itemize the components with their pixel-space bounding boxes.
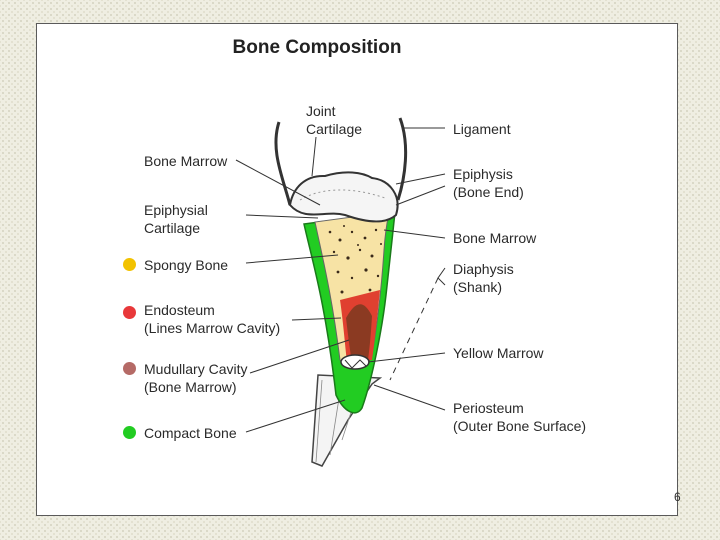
label-periosteum: Periosteum (Outer Bone Surface) bbox=[453, 400, 587, 434]
label-joint-cartilage: Joint Cartilage bbox=[306, 103, 363, 137]
label-ligament: Ligament bbox=[453, 121, 511, 137]
label-endosteum: Endosteum (Lines Marrow Cavity) bbox=[144, 302, 281, 336]
periosteum-sleeve bbox=[311, 374, 383, 467]
legend-dot-compact-bone bbox=[123, 426, 136, 439]
label-bone-marrow-right: Bone Marrow bbox=[453, 230, 537, 246]
label-epiphysis: Epiphysis (Bone End) bbox=[453, 166, 524, 200]
medullary-cavity-shape bbox=[346, 304, 372, 362]
label-spongy-bone: Spongy Bone bbox=[144, 257, 229, 273]
page-number: 6 bbox=[674, 490, 681, 504]
label-yellow-marrow: Yellow Marrow bbox=[453, 345, 544, 361]
leader-lines bbox=[235, 127, 446, 433]
diagram-title: Bone Composition bbox=[232, 37, 402, 58]
legend-dot-spongy-bone bbox=[123, 258, 136, 271]
ligament-right bbox=[396, 117, 408, 201]
legend-dot-endosteum bbox=[123, 306, 136, 319]
ligament-left bbox=[274, 121, 292, 206]
legend-dot-medullary-cavity bbox=[123, 362, 136, 375]
yellow-marrow-shape bbox=[340, 354, 370, 370]
label-epiphysial-cartilage: Epiphysial Cartilage bbox=[144, 202, 208, 236]
label-bone-marrow-left: Bone Marrow bbox=[144, 153, 228, 169]
label-diaphysis: Diaphysis (Shank) bbox=[453, 261, 514, 295]
label-compact-bone: Compact Bone bbox=[144, 425, 237, 441]
label-medullary-cavity: Mudullary Cavity (Bone Marrow) bbox=[144, 361, 248, 395]
joint-cartilage-shape bbox=[288, 171, 399, 223]
